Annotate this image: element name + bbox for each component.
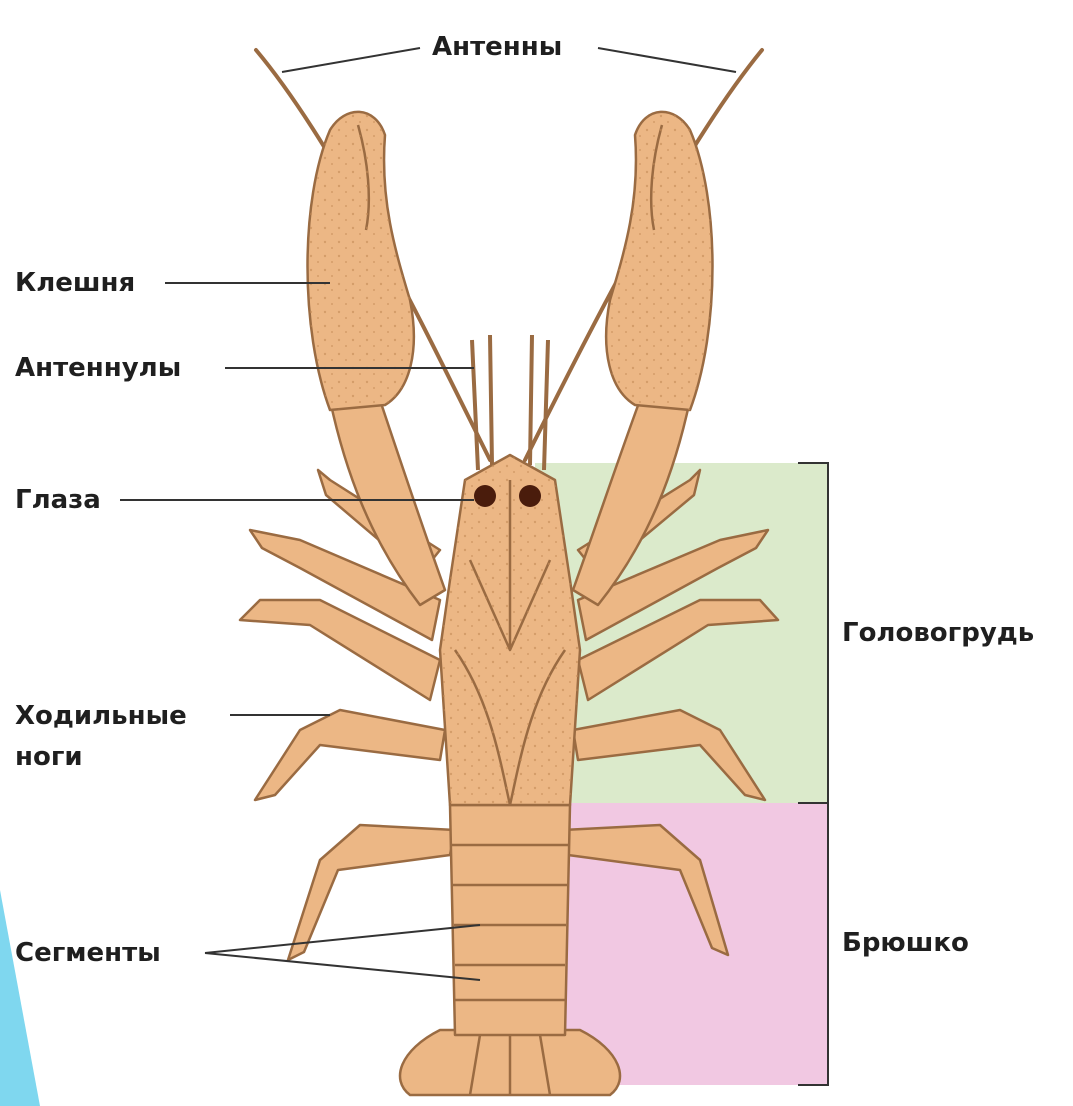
label-antennae: Антенны [432, 28, 562, 66]
label-antennules: Антеннулы [15, 349, 181, 387]
corner-accent [0, 890, 40, 1106]
label-walking-legs-line1: Ходильные [15, 697, 187, 735]
label-abdomen: Брюшко [842, 924, 969, 962]
label-walking-legs-line2: ноги [15, 738, 83, 776]
label-claw: Клешня [15, 264, 135, 302]
left-eye [474, 485, 496, 507]
body-texture [440, 455, 580, 805]
label-cephalothorax: Головогрудь [842, 614, 1034, 652]
right-eye [519, 485, 541, 507]
label-segments: Сегменты [15, 934, 161, 972]
label-eyes: Глаза [15, 481, 101, 519]
